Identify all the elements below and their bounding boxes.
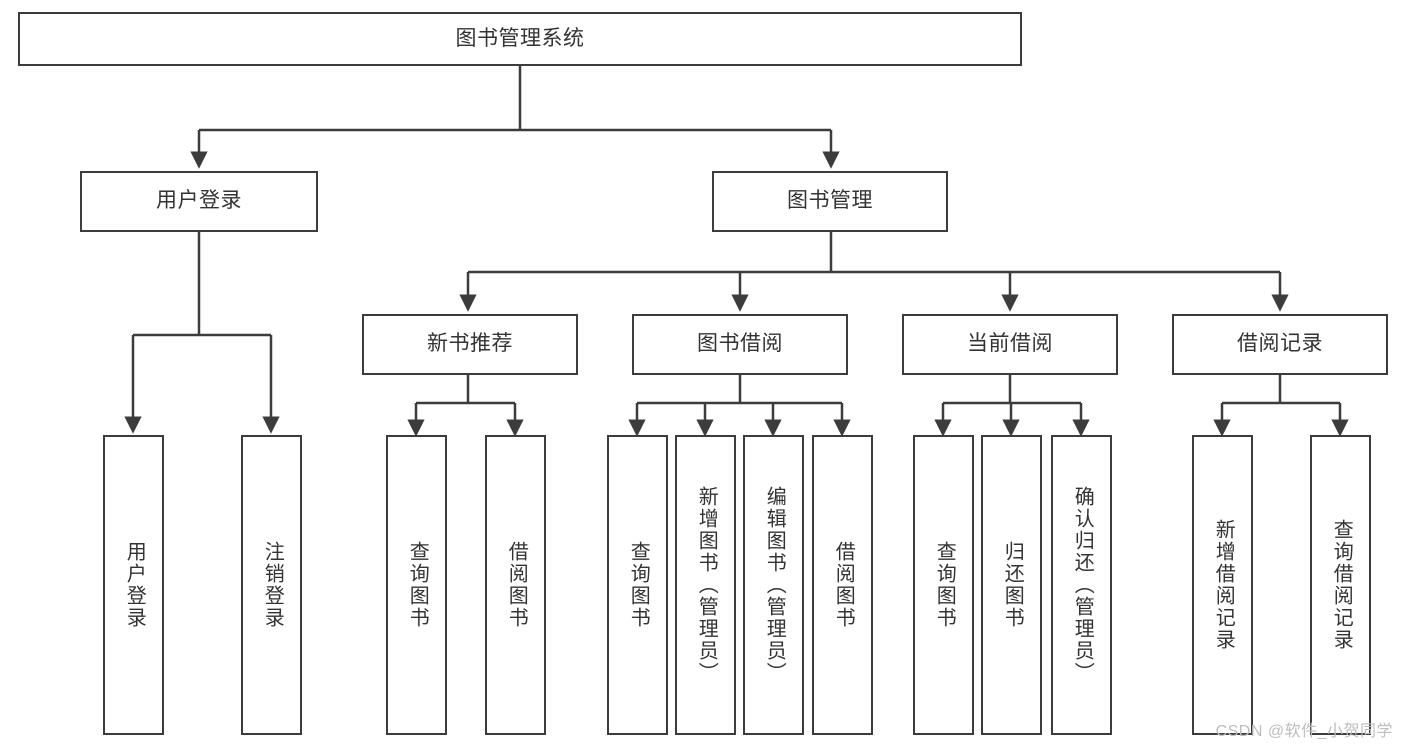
node-label: 借阅记录 — [1237, 332, 1323, 356]
node-label: 确认归还（管理员） — [1071, 486, 1094, 684]
leaf-borrow-query-book[interactable]: 查询图书 — [607, 435, 668, 735]
node-label: 用户登录 — [156, 189, 242, 213]
node-book-management[interactable]: 图书管理 — [712, 171, 948, 232]
node-user-login[interactable]: 用户登录 — [80, 171, 318, 232]
watermark: CSDN @软件_小贺同学 — [1215, 723, 1393, 740]
node-label: 查询借阅记录 — [1330, 519, 1353, 651]
node-label: 查询图书 — [406, 541, 429, 629]
leaf-borrow-add-book[interactable]: 新增图书（管理员） — [675, 435, 736, 735]
node-label: 借阅图书 — [505, 541, 528, 629]
node-label: 注销登录 — [261, 541, 284, 629]
node-label: 归还图书 — [1001, 541, 1024, 629]
leaf-user-logout[interactable]: 注销登录 — [241, 435, 302, 735]
node-label: 图书借阅 — [697, 332, 783, 356]
node-current-borrow[interactable]: 当前借阅 — [902, 314, 1118, 375]
node-label: 查询图书 — [627, 541, 650, 629]
leaf-current-return-book[interactable]: 归还图书 — [981, 435, 1042, 735]
node-label: 图书管理 — [787, 189, 873, 213]
node-label: 新增借阅记录 — [1212, 519, 1235, 651]
node-label: 新增图书（管理员） — [695, 486, 718, 684]
node-book-borrow[interactable]: 图书借阅 — [632, 314, 848, 375]
node-label: 编辑图书（管理员） — [763, 486, 786, 684]
node-label: 图书管理系统 — [455, 26, 585, 50]
leaf-newbook-borrow-book[interactable]: 借阅图书 — [485, 435, 546, 735]
node-borrow-record[interactable]: 借阅记录 — [1172, 314, 1388, 375]
leaf-record-add-record[interactable]: 新增借阅记录 — [1192, 435, 1253, 735]
leaf-borrow-borrow-book[interactable]: 借阅图书 — [812, 435, 873, 735]
leaf-record-query-record[interactable]: 查询借阅记录 — [1310, 435, 1371, 735]
node-label: 新书推荐 — [427, 332, 513, 356]
leaf-borrow-edit-book[interactable]: 编辑图书（管理员） — [743, 435, 804, 735]
node-label: 用户登录 — [123, 541, 146, 629]
leaf-current-query-book[interactable]: 查询图书 — [913, 435, 974, 735]
node-label: 当前借阅 — [967, 332, 1053, 356]
node-new-book-recommend[interactable]: 新书推荐 — [362, 314, 578, 375]
node-label: 借阅图书 — [832, 541, 855, 629]
leaf-newbook-query-book[interactable]: 查询图书 — [386, 435, 447, 735]
node-label: 查询图书 — [933, 541, 956, 629]
leaf-user-login[interactable]: 用户登录 — [103, 435, 164, 735]
node-root[interactable]: 图书管理系统 — [18, 12, 1022, 66]
leaf-current-confirm-return[interactable]: 确认归还（管理员） — [1051, 435, 1112, 735]
